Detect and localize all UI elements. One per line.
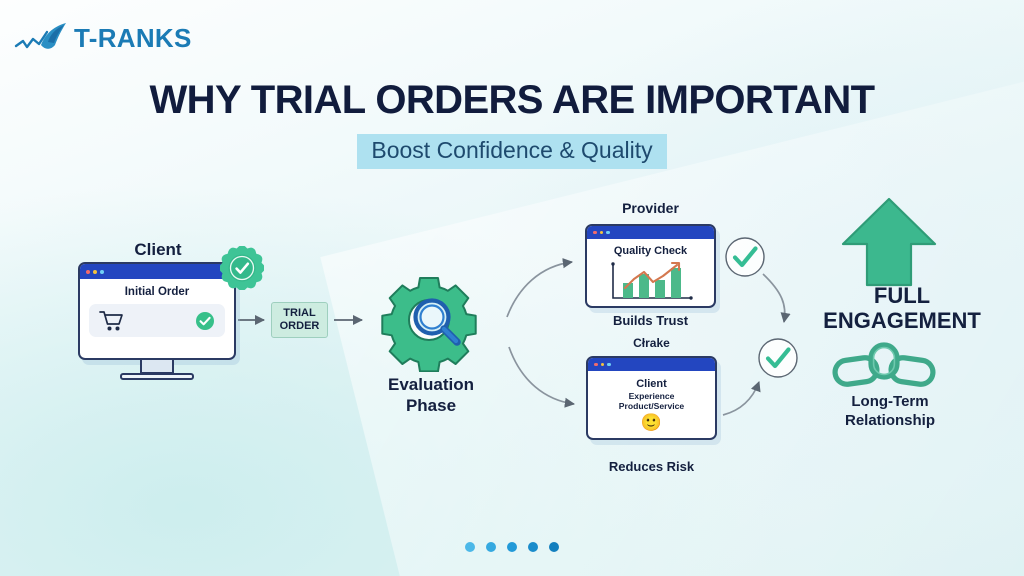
monitor-screen: Initial Order [80,279,234,337]
monitor-title-bar [80,264,234,279]
carousel-dots[interactable] [0,542,1024,552]
client-card-title: Client [636,378,667,390]
bar-line-chart-icon [611,261,693,300]
evaluation-line1: Evaluation [388,375,474,394]
evaluation-line2: Phase [405,396,457,415]
client-card-title-bar [588,358,715,371]
client-experience-card: Client Experience Product/Service 🙂 [586,356,717,440]
check-circle-icon [196,311,214,330]
evaluation-phase-label: Evaluation Phase [372,374,490,416]
smiley-face-icon: 🙂 [640,413,663,432]
quality-check-title: Quality Check [613,245,688,257]
arrow-evaluation-to-client [508,346,576,408]
client-card-body: Client Experience Product/Service 🙂 [588,371,715,432]
arrow-provider-check-down [762,273,791,324]
verified-badge-icon [220,246,264,290]
order-row [89,304,225,337]
reduces-risk-caption: Reduces Risk [608,459,695,474]
trial-order-line1: TRIAL [283,307,316,319]
builds-trust-caption: Builds Trust [612,313,689,328]
window-dot-yellow [599,230,603,235]
client-monitor: Initial Order [78,262,236,360]
long-term-line2: Relationship [844,412,935,429]
long-term-line1: Long-Term [851,393,929,410]
initial-order-title: Initial Order [124,286,190,298]
arrow-client-to-check [722,381,761,416]
brand-logo[interactable]: T-RANKS [14,18,192,58]
client-monitor-group: Initial Order [78,240,273,390]
carousel-dot-3[interactable] [507,542,517,552]
brand-wordmark: T-RANKS [74,22,192,53]
page-subtitle-wrap: Boost Confidence & Quality [0,134,1024,169]
provider-card-body: Quality Check [587,239,714,305]
full-engagement-line2: ENGAGEMENT [823,308,981,333]
provider-check-circle-icon [725,237,765,277]
provider-heading: Provider [622,200,679,216]
page-subtitle: Boost Confidence & Quality [357,134,667,169]
window-dot-red [594,362,598,367]
window-dot-blue [607,362,611,367]
trial-order-line2: ORDER [279,320,320,332]
window-dot-red [86,269,90,274]
arrow-evaluation-to-provider [506,258,574,318]
rising-arrow-logo-icon [14,23,66,49]
carousel-dot-1[interactable] [465,542,475,552]
gear-magnifier-icon [380,277,477,372]
shopping-cart-icon [99,310,123,330]
arrow-up-icon [841,197,937,287]
carousel-dot-5[interactable] [549,542,559,552]
client-card-subtitle: Experience Product/Service [618,391,685,411]
window-dot-blue [606,230,610,235]
long-term-relationship-label: Long-Term Relationship [800,392,980,430]
monitor-base [120,373,194,380]
carousel-dot-2[interactable] [486,542,496,552]
full-engagement-line1: FULL [873,283,931,308]
carousel-dot-4[interactable] [528,542,538,552]
client-label: Client [134,240,182,259]
window-dot-red [593,230,597,235]
window-dot-yellow [93,269,97,274]
provider-card: Quality Check [585,224,716,308]
page-title: WHY TRIAL ORDERS ARE IMPORTANT [149,78,876,122]
chain-links-icon [832,342,936,387]
second-branch-heading: Cłrake [633,336,670,350]
client-check-circle-icon [758,338,798,378]
trial-order-chip: TRIAL ORDER [271,302,328,338]
window-dot-blue [100,269,104,274]
window-dot-yellow [600,362,604,367]
evaluation-phase-group: Evaluation Phase [372,272,490,416]
provider-card-title-bar [587,226,714,239]
full-engagement-label: FULL ENGAGEMENT [782,283,1022,333]
monitor-neck [140,360,174,374]
